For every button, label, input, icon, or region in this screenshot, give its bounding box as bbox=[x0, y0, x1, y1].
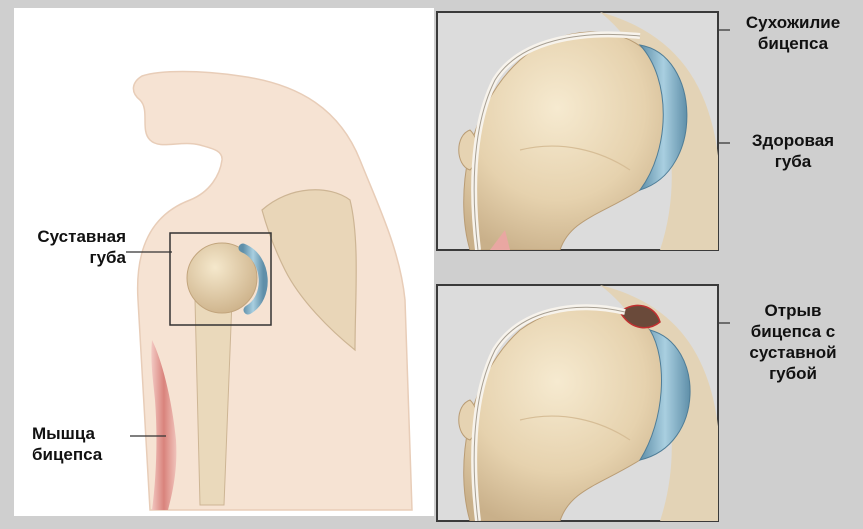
label-biceps-tendon: Сухожилие бицепса bbox=[733, 12, 853, 54]
label-biceps-tear: Отрыв бицепса с суставной губой bbox=[733, 300, 853, 384]
label-labrum: Суставная губа bbox=[22, 226, 126, 268]
label-healthy-labrum: Здоровая губа bbox=[733, 130, 853, 172]
inset-tear bbox=[437, 285, 720, 521]
inset-healthy bbox=[437, 12, 720, 250]
label-biceps-muscle: Мышца бицепса bbox=[32, 423, 132, 465]
